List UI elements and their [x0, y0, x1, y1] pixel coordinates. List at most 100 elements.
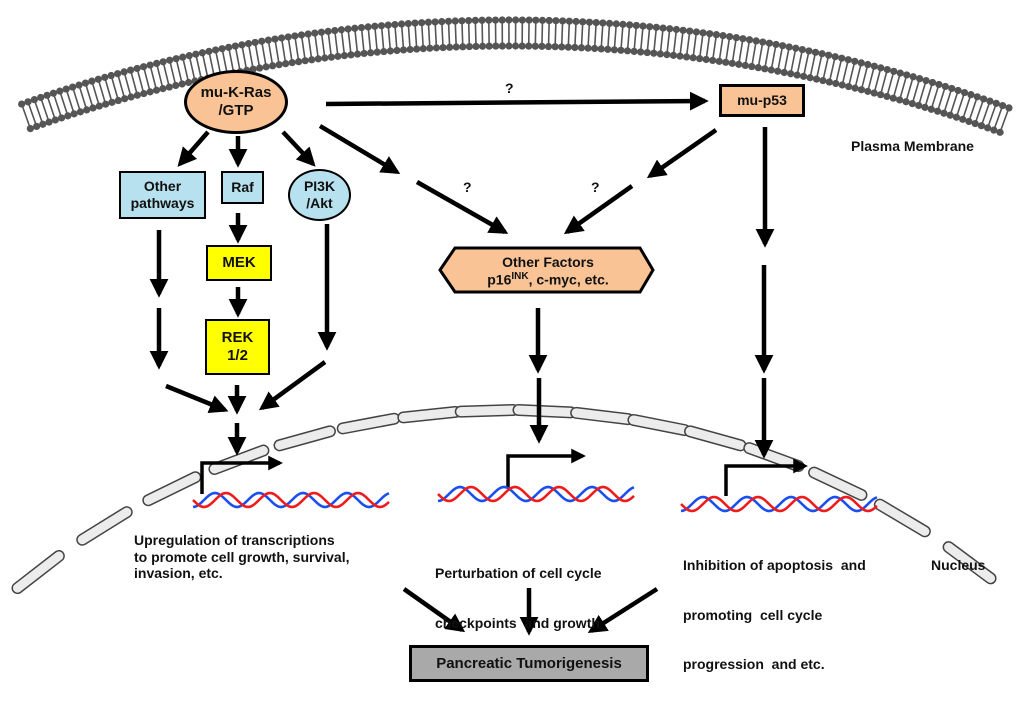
outcome-left-line2: to promote cell growth, survival, [134, 549, 349, 566]
lipid-head [219, 45, 226, 52]
lipid-head [532, 17, 539, 24]
lipid-head [102, 101, 109, 108]
lipid-head [650, 50, 657, 57]
arrow-pi3k-to-nucleus [262, 362, 325, 408]
lipid-tail [614, 24, 616, 50]
lipid-head [127, 67, 134, 74]
lipid-head [115, 97, 122, 104]
lipid-head [532, 43, 539, 50]
lipid-tail [700, 33, 703, 59]
lipid-head [452, 17, 459, 24]
lipid-head [245, 40, 252, 47]
lipid-tail [275, 39, 279, 65]
lipid-head [347, 51, 354, 58]
lipid-head [974, 93, 981, 100]
lipid-tail [963, 95, 971, 120]
lipid-tail [555, 21, 556, 47]
lipid-head [140, 90, 147, 97]
lipid-head [689, 54, 696, 61]
other-factors-line2: p16INK, c-myc, etc. [487, 271, 609, 288]
lipid-tail [693, 32, 696, 58]
lipid-head [864, 61, 871, 68]
lipid-head [411, 19, 418, 26]
lipid-tail [944, 88, 952, 113]
lipid-head [71, 110, 78, 117]
lipid-head [591, 45, 598, 52]
lipid-head [499, 16, 506, 23]
lipid-head [89, 104, 96, 111]
other-factors-line1: Other Factors [502, 254, 594, 271]
lipid-head [806, 74, 813, 81]
lipid-head [825, 52, 832, 59]
mek-node: MEK [206, 245, 272, 281]
lipid-tail [288, 37, 292, 63]
lipid-tail [163, 62, 169, 87]
lipid-head [400, 46, 407, 53]
arrow-kras-to-factors-2 [417, 182, 505, 232]
lipid-tail [900, 75, 907, 100]
lipid-head [121, 95, 128, 102]
lipid-head [604, 46, 611, 53]
lipid-tail [660, 28, 663, 54]
lipid-head [328, 54, 335, 61]
lipid-head [519, 16, 526, 23]
lipid-head [172, 82, 179, 89]
lipid-head [579, 18, 586, 25]
lipid-head [871, 89, 878, 96]
lipid-tail [588, 22, 589, 48]
lipid-head [465, 17, 472, 24]
dna-helix-middle [438, 487, 634, 501]
lipid-head [984, 124, 991, 131]
rek-node: REK 1/2 [205, 319, 270, 375]
lipid-head [990, 126, 997, 133]
lipid-head [845, 56, 852, 63]
kras-label-line2: /GTP [218, 102, 253, 120]
lipid-head [75, 81, 82, 88]
lipid-head [365, 23, 372, 30]
lipid-tail [118, 74, 125, 99]
lipid-head [683, 53, 690, 60]
lipid-tail [549, 21, 550, 47]
lipid-head [813, 76, 820, 83]
lipid-tail [422, 23, 424, 49]
lipid-tail [938, 86, 946, 111]
lipid-head [819, 77, 826, 84]
nuclear-pore-segment-fill [343, 419, 394, 429]
lipid-tail [124, 72, 131, 97]
question-mark-p53-factors: ? [591, 179, 600, 196]
lipid-head [472, 17, 479, 24]
lipid-head [153, 60, 160, 67]
lipid-tail [861, 65, 867, 90]
lipid-head [761, 65, 768, 72]
lipid-head [559, 17, 566, 24]
pathway-diagram: mu-K-Ras /GTP mu-p53 Other pathways Raf … [0, 0, 1020, 687]
lipid-head [33, 123, 40, 130]
lipid-tail [855, 63, 861, 88]
lipid-tail [667, 29, 670, 55]
lipid-head [571, 44, 578, 51]
outcome-left: Upregulation of transcriptions to promot… [134, 532, 349, 582]
lipid-head [845, 83, 852, 90]
other-factors-node: Other Factors p16INK, c-myc, etc. [452, 250, 644, 292]
lipid-head [331, 27, 338, 34]
lipid-head [398, 20, 405, 27]
lipid-head [305, 30, 312, 37]
dna-layer [193, 487, 877, 511]
arrow-kras-to-pi3k [283, 132, 313, 164]
lipid-head [639, 22, 646, 29]
lipid-tail [581, 22, 582, 48]
lipid-head [420, 45, 427, 52]
lipid-head [787, 70, 794, 77]
lipid-head [432, 18, 439, 25]
lipid-head [851, 85, 858, 92]
lipid-tail [791, 48, 796, 73]
lipid-head [512, 42, 519, 49]
lipid-tail [111, 76, 118, 101]
lipid-head [499, 42, 506, 49]
lipid-tail [308, 34, 312, 60]
lipid-tail [475, 20, 476, 46]
lipid-head [915, 102, 922, 109]
lipid-tail [919, 81, 926, 106]
lipid-head [413, 45, 420, 52]
lipid-head [338, 26, 345, 33]
